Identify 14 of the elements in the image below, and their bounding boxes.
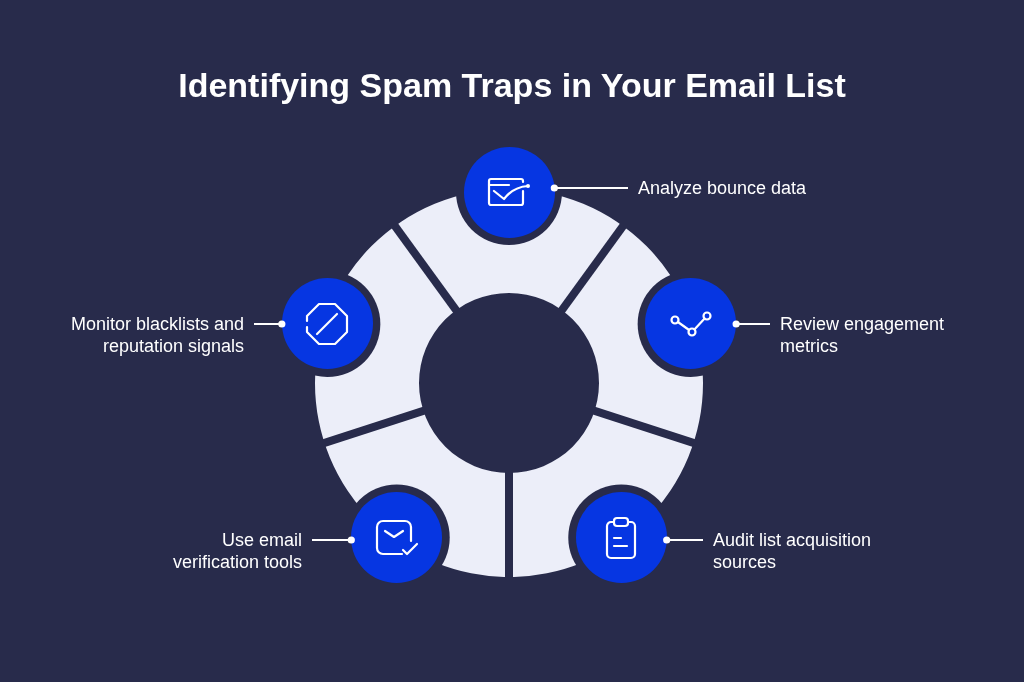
leader-line [550, 184, 629, 192]
step-circle [281, 278, 373, 370]
leader-line [253, 320, 286, 328]
leader-line [311, 536, 355, 544]
step-label: Analyze bounce data [638, 177, 808, 199]
step-label: Use email verification tools [171, 529, 302, 573]
step-label: Audit list acquisition sources [713, 529, 873, 573]
step-label: Review engagement metrics [780, 313, 946, 357]
leader-line [732, 320, 771, 328]
title: Identifying Spam Traps in Your Email List [178, 65, 846, 106]
step-circle [463, 146, 555, 238]
step-label: Monitor blacklists and reputation signals [69, 313, 244, 357]
leader-line [663, 536, 704, 544]
step-circle [351, 492, 443, 583]
